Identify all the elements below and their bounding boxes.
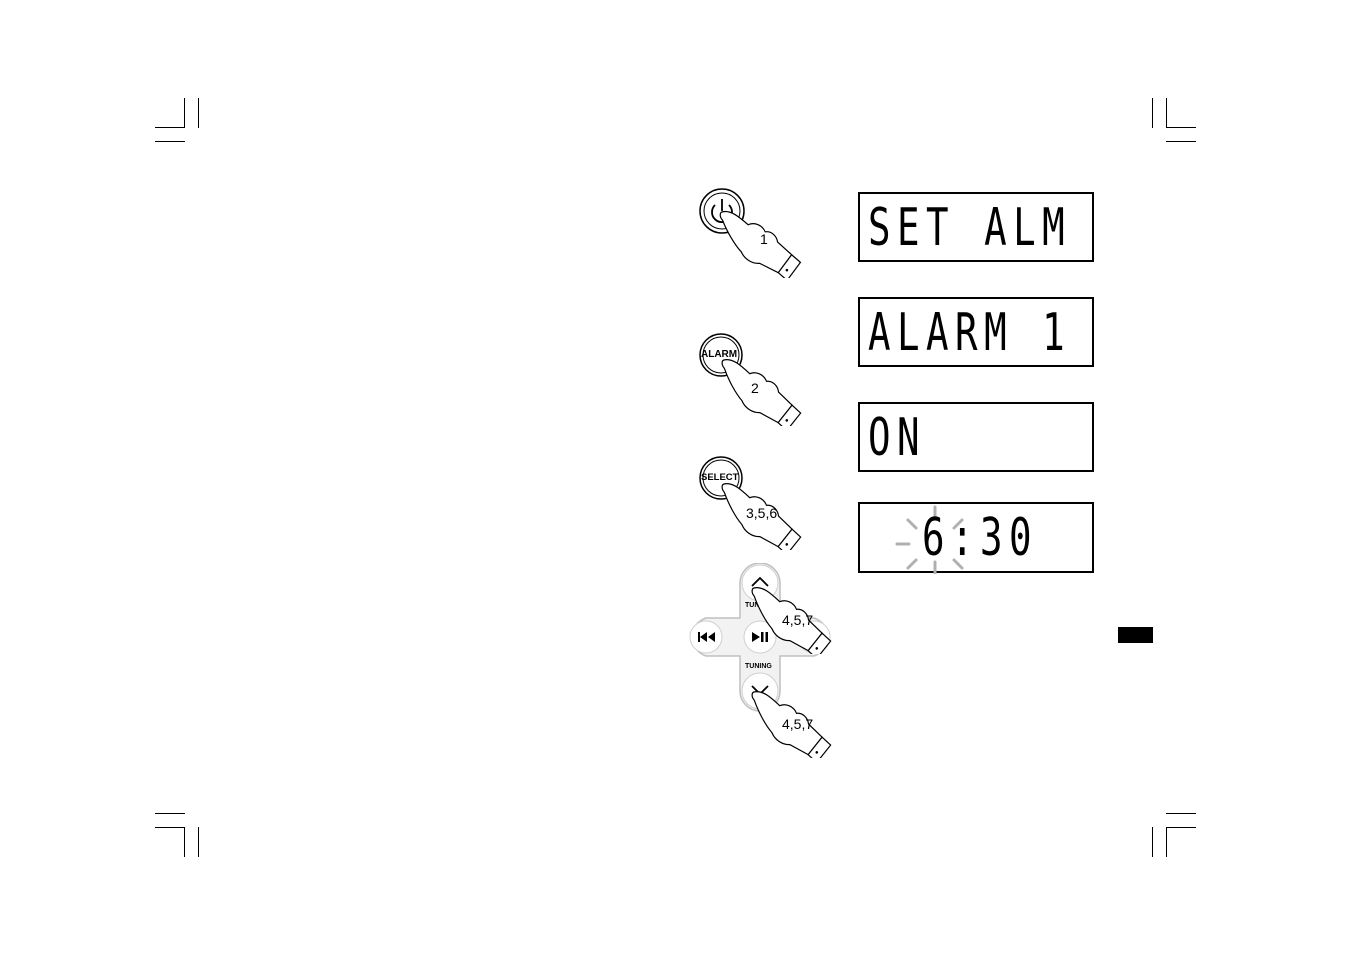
lcd-text: SET ALM	[868, 198, 1072, 258]
blink-rays-icon	[895, 505, 964, 574]
step-label: 4,5,7	[782, 612, 814, 628]
play-pause-icon[interactable]	[750, 630, 770, 644]
lcd-text: ALARM 1	[868, 303, 1072, 363]
language-tab	[1118, 627, 1153, 643]
lcd-display: SET ALM	[858, 192, 1094, 262]
previous-track-icon[interactable]	[697, 630, 717, 644]
lcd-display: ON	[858, 402, 1094, 472]
finger-icon	[718, 209, 808, 278]
step-label: 2	[751, 380, 759, 396]
lcd-display: 6:30	[858, 502, 1094, 574]
tuning-down-label: TUNING	[745, 663, 772, 670]
tuning-up-icon[interactable]	[750, 575, 770, 589]
finger-icon	[720, 357, 809, 426]
select-button-label: SELECT	[701, 472, 739, 483]
lcd-text: 6:30	[922, 508, 1039, 568]
lcd-text: ON	[868, 408, 927, 468]
step-label: 3,5,6	[746, 505, 778, 521]
step-label: 4,5,7	[782, 716, 814, 732]
alarm-button-label: ALARM	[701, 349, 738, 360]
step-label: 1	[760, 231, 768, 247]
lcd-display: ALARM 1	[858, 297, 1094, 367]
